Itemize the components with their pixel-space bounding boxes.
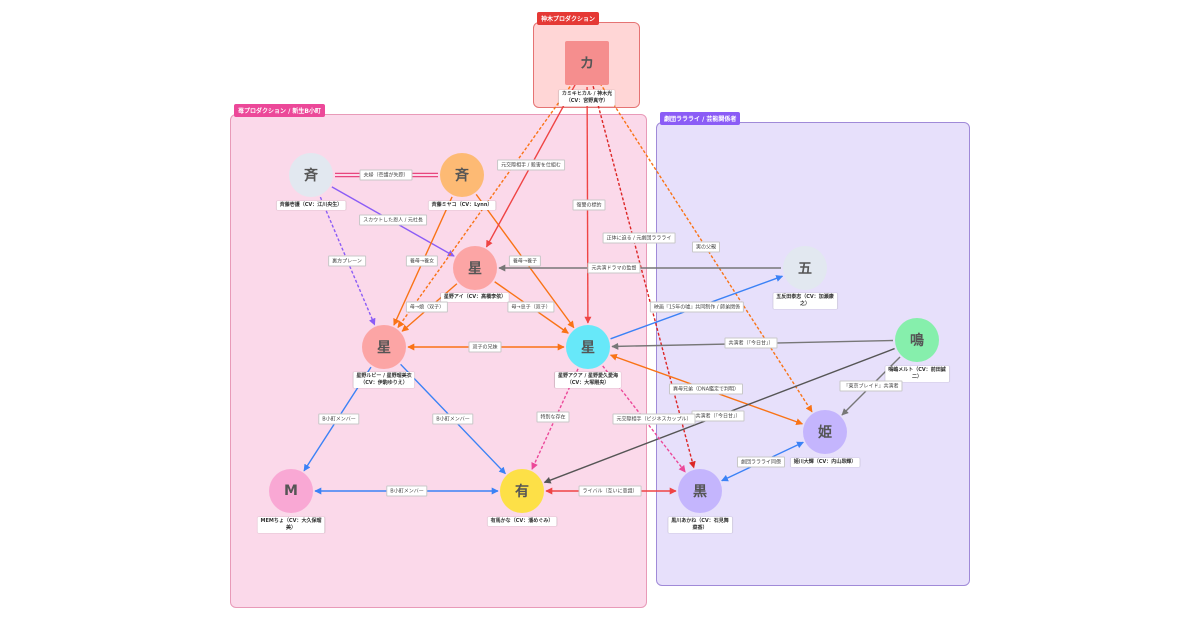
node-miyako[interactable]: 斉 bbox=[440, 153, 484, 197]
edge-label: B小町メンバー bbox=[318, 413, 360, 425]
edge-label: 元共演ドラマの監督 bbox=[587, 262, 641, 274]
node-akane[interactable]: 黒 bbox=[678, 469, 722, 513]
edge-label: 異母兄弟（DNA鑑定で判明） bbox=[668, 383, 744, 395]
node-label-ichigo: 斉藤壱護（CV：江川央生） bbox=[276, 201, 346, 210]
node-ai[interactable]: 星 bbox=[453, 246, 497, 290]
edge-label: 養母→養女 bbox=[405, 255, 439, 267]
node-label-mem: MEMちょ（CV：大久保瑠 美） bbox=[257, 517, 325, 533]
group-title-kamiki: 神木プロダクション bbox=[537, 12, 600, 25]
node-melt[interactable]: 鳴 bbox=[895, 318, 939, 362]
edge-label: 共演者（『今日甘』） bbox=[691, 410, 745, 422]
edge-label: 共演者（『今日甘』） bbox=[724, 337, 778, 349]
node-label-melt: 鳴嶋メルト（CV：前田誠 二） bbox=[885, 366, 949, 382]
edge-label: 双子の兄妹 bbox=[468, 341, 502, 353]
node-label-hikaru: カミキヒカル / 神木光 （CV：宮野真守） bbox=[558, 90, 616, 106]
edge-label: 元交際相手 / 殺害を仕組む bbox=[497, 159, 565, 171]
node-label-gotanda: 五反田泰志（CV：加瀬康 之） bbox=[773, 293, 837, 309]
node-label-kana: 有馬かな（CV：潘めぐみ） bbox=[487, 517, 557, 526]
edge-hikaru-akane bbox=[592, 86, 696, 469]
edge-label: ライバル（互いに意識） bbox=[578, 485, 642, 497]
node-ruby[interactable]: 星 bbox=[362, 325, 406, 369]
edge-ichigo-ruby bbox=[319, 196, 376, 326]
node-label-hime: 姫川大輝（CV：内山昂輝） bbox=[790, 458, 860, 467]
node-hime[interactable]: 姫 bbox=[803, 410, 847, 454]
node-glyph: 星 bbox=[377, 340, 391, 356]
node-glyph: 星 bbox=[468, 261, 482, 277]
node-label-ai: 星野アイ（CV：高橋李依） bbox=[440, 293, 510, 302]
edge-label: 復讐の標的 bbox=[572, 199, 606, 211]
edge-label: 『東京ブレイド』共演者 bbox=[839, 380, 903, 392]
node-glyph: 鳴 bbox=[910, 333, 924, 349]
node-aqua[interactable]: 星 bbox=[566, 325, 610, 369]
node-label-aqua: 星野アクア / 星野愛久愛海 （CV：大塚剛央） bbox=[554, 372, 622, 388]
node-glyph: 有 bbox=[515, 484, 529, 500]
edge-label: B小町メンバー bbox=[432, 413, 474, 425]
edge-label: 裏方プレーン bbox=[328, 255, 366, 267]
node-ichigo[interactable]: 斉 bbox=[289, 153, 333, 197]
node-mem[interactable]: M bbox=[269, 469, 313, 513]
edge-label: 特別な存在 bbox=[536, 411, 570, 423]
edge-label: 夫婦（壱護が失踪） bbox=[359, 169, 413, 181]
edge-label: 母→娘（双子） bbox=[405, 301, 449, 313]
edge-label: 実の父親 bbox=[691, 241, 721, 253]
node-glyph: 斉 bbox=[455, 168, 469, 184]
node-label-ruby: 星野ルビー / 星野瑠美衣 （CV：伊駒ゆりえ） bbox=[353, 372, 415, 388]
node-label-akane: 黒川あかね（CV：石見舞 菜香） bbox=[668, 517, 732, 533]
node-glyph: 星 bbox=[581, 340, 595, 356]
edge-label: スカウトした恩人 / 元社長 bbox=[359, 214, 427, 226]
node-glyph: 斉 bbox=[304, 168, 318, 184]
edge-label: 正体に迫る / 元劇団ララライ bbox=[602, 232, 676, 244]
edge-label: B小町メンバー bbox=[386, 485, 428, 497]
node-glyph: 姫 bbox=[818, 425, 832, 441]
edge-label: 劇団ララライ同僚 bbox=[736, 456, 786, 468]
edge-label: 母→息子（双子） bbox=[507, 301, 555, 313]
node-hikaru[interactable]: カ bbox=[565, 41, 609, 85]
node-gotanda[interactable]: 五 bbox=[783, 246, 827, 290]
edge-label: 養母→養子 bbox=[508, 255, 542, 267]
group-title-ichigo: 苺プロダクション / 新生B小町 bbox=[234, 104, 325, 117]
node-kana[interactable]: 有 bbox=[500, 469, 544, 513]
group-title-lalalai: 劇団ララライ / 芸能関係者 bbox=[660, 112, 741, 125]
edge-label: 映画『15年の嘘』共同制作 / 師弟関係 bbox=[649, 301, 745, 313]
node-label-miyako: 斉藤ミヤコ（CV：Lynn） bbox=[428, 201, 496, 210]
edge-label: 元交際相手（ビジネスカップル） bbox=[612, 413, 696, 425]
node-glyph: 黒 bbox=[693, 484, 707, 500]
node-glyph: 五 bbox=[798, 261, 812, 277]
node-glyph: カ bbox=[580, 56, 594, 72]
node-glyph: M bbox=[284, 483, 298, 499]
